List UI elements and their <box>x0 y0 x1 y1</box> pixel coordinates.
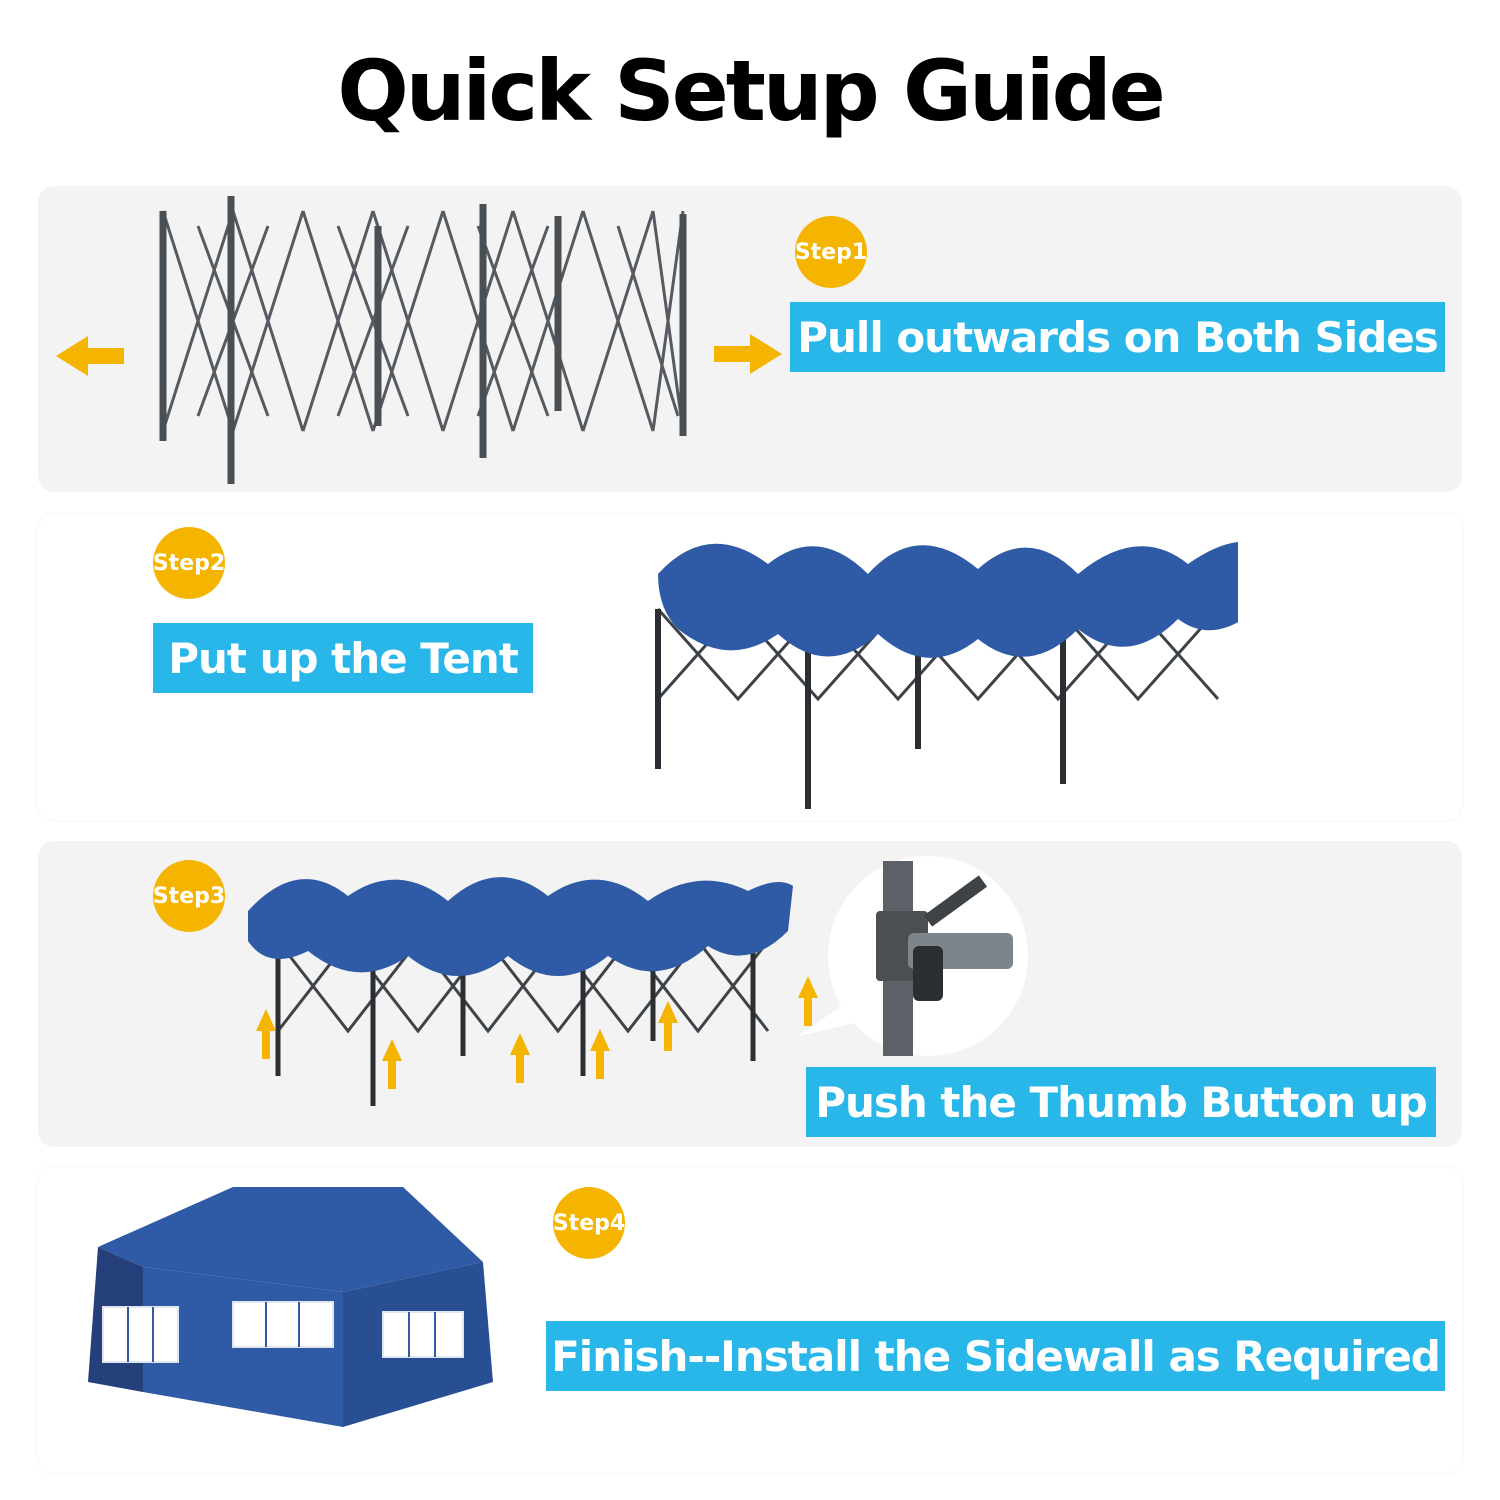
step-2-badge: Step2 <box>153 527 225 599</box>
step-4-label: Finish--Install the Sidewall as Required <box>546 1321 1445 1391</box>
step-3-label: Push the Thumb Button up <box>806 1067 1436 1137</box>
lifting-tent-icon <box>248 877 818 1106</box>
step-3-panel: Step3 Push the Thu <box>38 841 1462 1147</box>
up-arrows-icon <box>256 976 818 1089</box>
step-2-panel: Step2 Put up the Tent <box>38 514 1462 820</box>
right-arrow-icon <box>714 334 782 374</box>
thumb-button-detail-icon <box>798 856 1028 1056</box>
step-1-label: Pull outwards on Both Sides <box>790 302 1445 372</box>
step-1-panel: Step1 Pull outwards on Both Sides <box>38 186 1462 492</box>
finished-tent-icon <box>88 1187 493 1427</box>
step-2-label: Put up the Tent <box>153 623 533 693</box>
folded-frame-icon <box>56 196 782 484</box>
step-4-badge: Step4 <box>553 1187 625 1259</box>
left-arrow-icon <box>56 336 124 376</box>
page-title: Quick Setup Guide <box>337 42 1165 140</box>
step-1-badge: Step1 <box>795 216 867 288</box>
half-open-tent-icon <box>655 542 1238 809</box>
step-3-badge: Step3 <box>153 860 225 932</box>
step-4-panel: Step4 Finish--Install the Sidewall as Re… <box>38 1167 1462 1473</box>
